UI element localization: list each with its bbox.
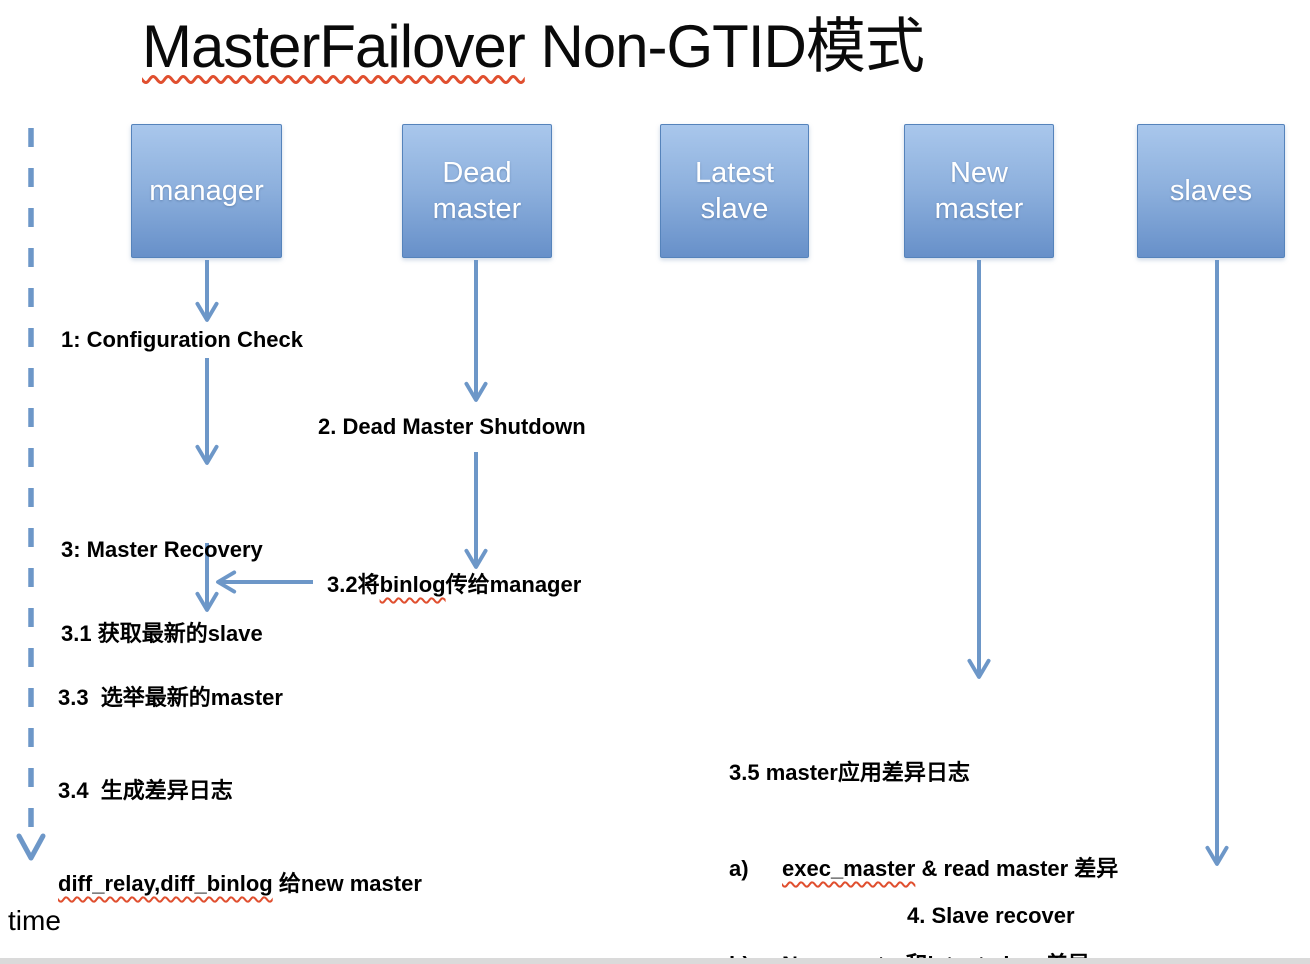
annotation-step35-title: 3.5 master应用差异日志 — [729, 760, 970, 785]
actor-label-latest-slave: Latest slave — [695, 156, 774, 225]
title-misspelled-word: MasterFailover — [142, 13, 526, 80]
timeline-arrowhead-icon — [16, 833, 46, 861]
bottom-edge-strip — [0, 958, 1310, 964]
annotation-step3-line2: 3.1 获取最新的slave — [61, 621, 263, 646]
actor-label-manager: manager — [149, 174, 264, 207]
annotation-step3: 3: Master Recovery 3.1 获取最新的slave — [61, 480, 263, 704]
annotation-step33-34: 3.3 选举最新的master 3.4 生成差异日志 diff_relay,di… — [58, 620, 422, 961]
annotation-step32-flagged: binlog — [379, 572, 446, 597]
annotation-step32-suffix: 传给manager — [445, 572, 582, 597]
actor-label-slaves: slaves — [1169, 174, 1253, 207]
actor-box-new-master: New master — [904, 124, 1054, 258]
actor-box-manager: manager — [131, 124, 282, 258]
actor-label-dead-master: Dead master — [432, 156, 522, 225]
annotation-step33: 3.3 选举最新的master — [58, 685, 283, 710]
annotation-diff-flagged: diff_relay,diff_binlog — [58, 871, 273, 896]
annotation-step1: 1: Configuration Check — [61, 327, 304, 352]
title-rest: Non-GTID模式 — [524, 13, 924, 80]
actor-box-latest-slave: Latest slave — [660, 124, 809, 258]
timeline-label: time — [8, 905, 61, 936]
annotation-diff-line: diff_relay,diff_binlog 给new master — [58, 868, 422, 899]
annotation-step32: 3.2将binlog传给manager — [327, 571, 581, 598]
annotation-step2: 2. Dead Master Shutdown — [318, 414, 586, 439]
annotation-diff-rest: 给new master — [272, 871, 422, 896]
annotation-step34: 3.4 生成差异日志 — [58, 778, 233, 803]
item-a-rest: & read master 差异 — [915, 856, 1119, 881]
annotation-step4-line1: 4. Slave recover — [907, 903, 1075, 928]
annotation-item-a: a) exec_master & read master 差异 — [729, 853, 1118, 885]
item-a-label: a) — [729, 856, 749, 881]
item-a-flagged: exec_master — [782, 856, 916, 881]
actor-box-dead-master: Dead master — [402, 124, 552, 258]
actor-box-slaves: slaves — [1137, 124, 1285, 258]
annotation-step32-prefix: 3.2将 — [327, 572, 380, 597]
annotation-step4: 4. Slave recover 4.1 exec_master & read … — [907, 838, 1280, 964]
page-title: MasterFailover Non-GTID模式 — [142, 13, 925, 80]
actor-label-new-master: New master — [934, 156, 1024, 225]
annotation-step3-line1: 3: Master Recovery — [61, 537, 263, 562]
